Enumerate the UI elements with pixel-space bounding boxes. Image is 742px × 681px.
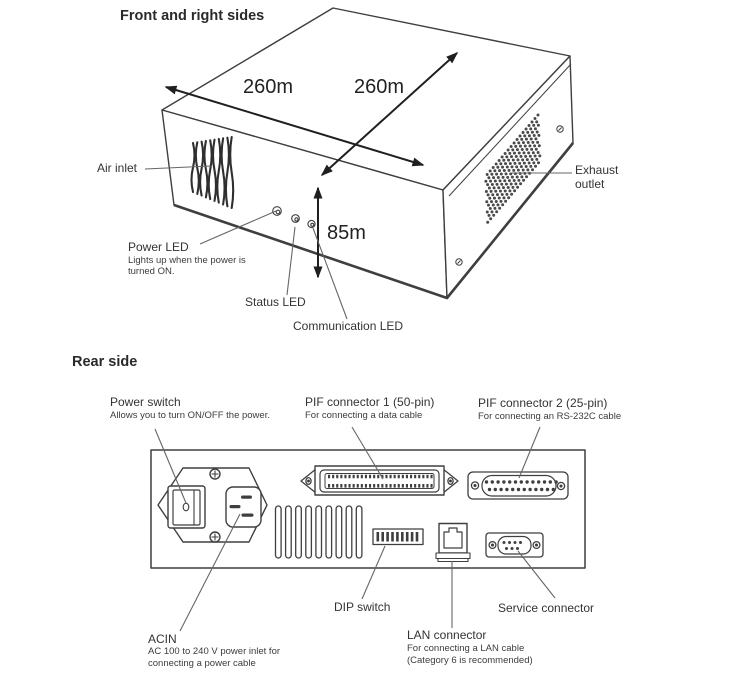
pif-connector-1-label: PIF connector 1 (50-pin): [305, 395, 435, 409]
acin-label: ACIN: [148, 632, 177, 646]
pif-connector-1: [300, 465, 459, 496]
front-section-title: Front and right sides: [120, 8, 265, 24]
box-bottom-edges: [173, 142, 575, 300]
lan-connector-label: LAN connector: [407, 628, 487, 642]
acin-desc-line2: connecting a power cable: [148, 658, 256, 669]
rear-section-title: Rear side: [72, 354, 138, 370]
power-entry-module: [157, 467, 268, 543]
width-dimension-label: 260m: [243, 76, 294, 98]
dip-switch-label: DIP switch: [334, 600, 391, 614]
dimension-arrows: [164, 51, 459, 279]
service-connector: [485, 532, 544, 558]
pif-connector-1-desc: For connecting a data cable: [305, 410, 423, 421]
status-led-label: Status LED: [245, 295, 306, 309]
lan-connector: [435, 522, 471, 563]
lan-connector-desc-line2: (Category 6 is recommended): [407, 655, 533, 666]
exhaust-outlet-label-line1: Exhaust: [575, 163, 619, 177]
air-inlet-label: Air inlet: [97, 161, 138, 175]
pif-connector-2-desc: For connecting an RS-232C cable: [478, 411, 622, 422]
power-rocker-switch: [167, 485, 206, 529]
pif-connector-2-label: PIF connector 2 (25-pin): [478, 396, 608, 410]
front-leader-lines: [144, 165, 572, 320]
power-switch-label: Power switch: [110, 395, 181, 409]
depth-dimension-arrow: [320, 51, 459, 177]
lan-connector-desc-line1: For connecting a LAN cable: [407, 643, 525, 654]
status-led-indicator: [291, 214, 300, 223]
communication-led-indicator: [307, 219, 316, 229]
case-screws: [455, 125, 564, 266]
rear-leader-lines: [154, 426, 556, 632]
power-led-desc-line1: Lights up when the power is: [128, 255, 246, 266]
power-led-indicator: [272, 206, 282, 216]
rear-vent-slots: [274, 505, 363, 559]
ac-inlet: [225, 486, 262, 528]
rear-panel: [150, 449, 586, 569]
power-led-label: Power LED: [128, 240, 189, 254]
height-dimension-label: 85m: [327, 222, 366, 244]
power-led-desc-line2: turned ON.: [128, 266, 175, 277]
screw-bottom: [209, 531, 221, 543]
box-right-seam: [448, 63, 572, 197]
led-indicators: [272, 206, 316, 229]
acin-desc-line1: AC 100 to 240 V power inlet for: [148, 646, 281, 657]
service-connector-label: Service connector: [498, 601, 595, 615]
exhaust-outlet-label-line2: outlet: [575, 177, 605, 191]
dip-switch: [372, 528, 424, 546]
pif-connector-2: [467, 471, 569, 500]
exhaust-vent: [483, 113, 542, 225]
power-switch-desc: Allows you to turn ON/OFF the power.: [110, 410, 270, 421]
screw-top: [209, 468, 221, 480]
communication-led-label: Communication LED: [293, 319, 404, 333]
depth-dimension-label: 260m: [354, 76, 405, 98]
